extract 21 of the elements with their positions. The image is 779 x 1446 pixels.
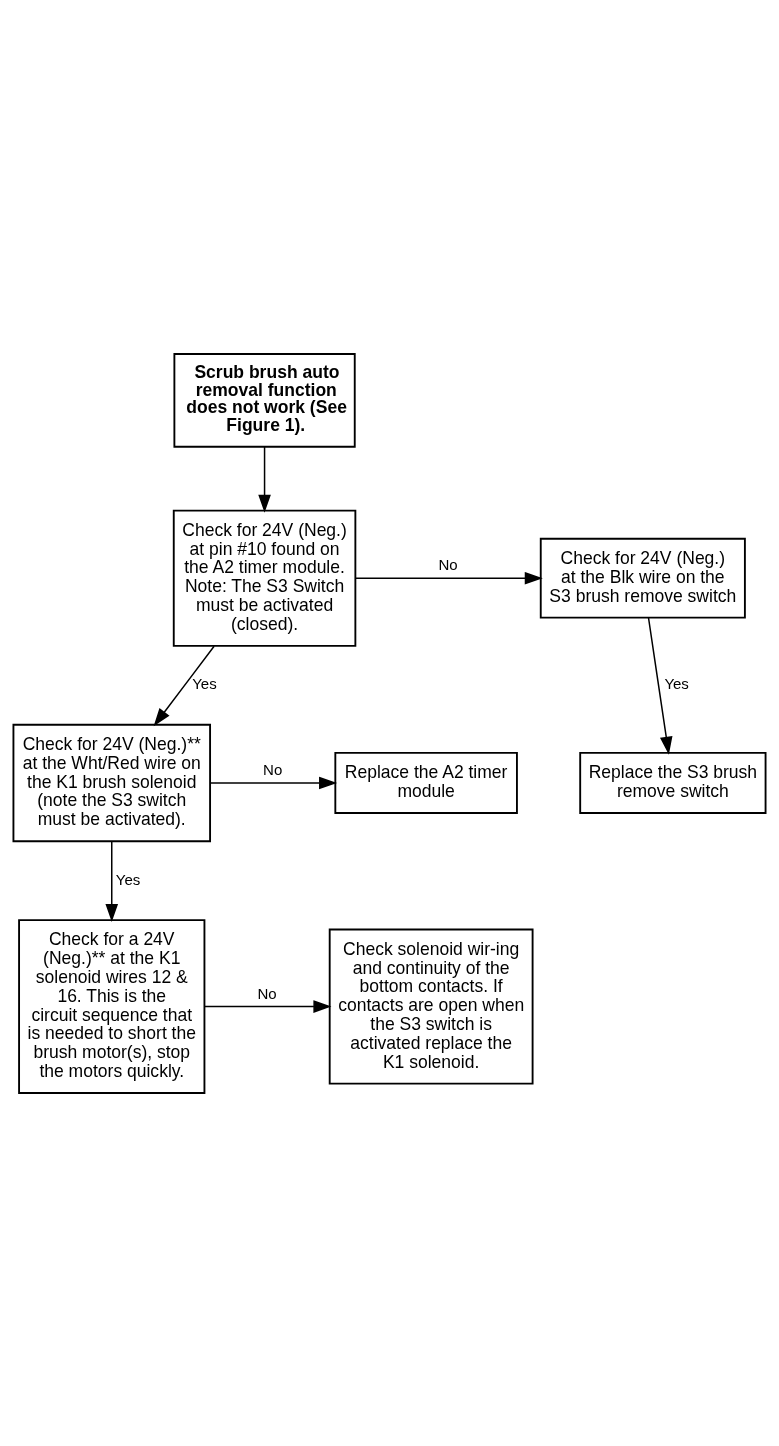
arrow	[105, 840, 119, 922]
edge-label: Yes	[664, 674, 689, 692]
arrow	[354, 571, 543, 585]
arrow	[203, 999, 332, 1013]
edge-label: No	[263, 760, 283, 778]
node-box: Replace the S3 brush remove switch	[579, 751, 767, 814]
edge-label: Yes	[115, 870, 141, 888]
node-box: Check for 24V (Neg.) at the Blk wire on the S3 brush remove switch	[539, 537, 746, 619]
node-box: Check solenoid wir-ing and continuity of the bottom contacts. If contacts are open when the S3 switch is activated replace the K1 solenoid.	[328, 928, 534, 1085]
arrow	[258, 445, 271, 513]
arrow	[209, 776, 338, 789]
edge-label: No	[257, 984, 277, 1002]
node-box: Check for 24V (Neg.)** at the Wht/Red wire on the K1 brush solenoid (note the S3 switch must be activated).	[12, 723, 211, 842]
edge-label: Yes	[192, 674, 217, 692]
edge-label: No	[438, 555, 458, 573]
arrow	[153, 645, 215, 726]
node-box: Check for 24V (Neg.) at pin #10 found on the A2 timer module. Note: The S3 Switch must be activated (closed).	[172, 509, 357, 647]
node-box: Replace the A2 timer module	[334, 751, 518, 814]
node-box: Check for a 24V (Neg.)** at the K1 solenoid wires 12 & 16. This is the circuit sequence that is needed to short the brush motor(s), stop the motors quickly.	[18, 918, 206, 1094]
node-box: Scrub brush auto removal function does not work (See Figure 1).	[173, 352, 356, 448]
arrow	[647, 616, 673, 755]
